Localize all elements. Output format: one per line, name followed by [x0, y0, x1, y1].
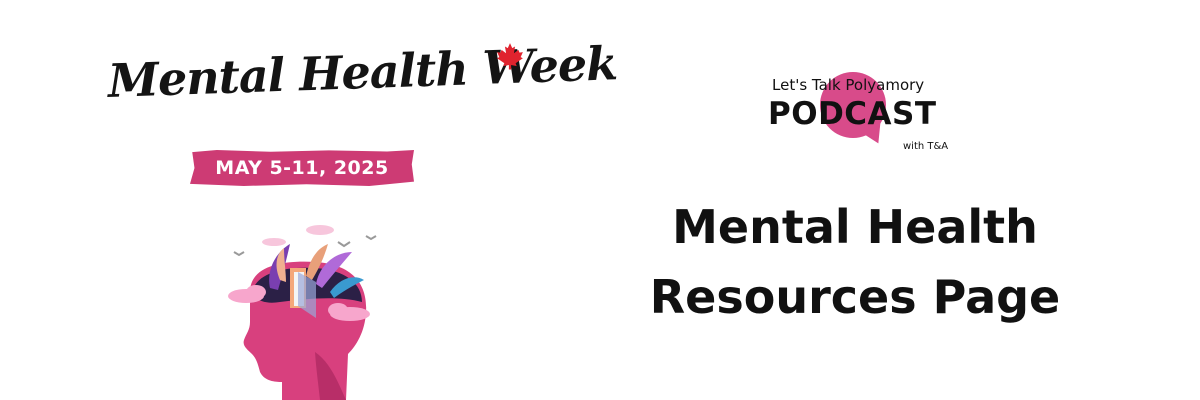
event-title: Mental Health Week — [107, 36, 618, 108]
page-title-line-1: Mental Health — [672, 200, 1038, 254]
podcast-tagline: Let's Talk Polyamory — [772, 76, 925, 94]
podcast-name: PODCAST — [768, 96, 937, 132]
head-with-plants-illustration — [228, 225, 377, 400]
page-title-line-2: Resources Page — [649, 270, 1061, 324]
date-banner — [190, 150, 414, 186]
maple-leaf-icon — [497, 43, 523, 70]
podcast-hosts: with T&A — [903, 141, 949, 152]
event-dates: MAY 5-11, 2025 — [215, 157, 389, 179]
page-title: Mental Health Resources Page — [620, 192, 1090, 332]
event-banner-panel: Mental Health Week MAY 5-11, 2025 — [107, 36, 618, 400]
speech-bubble-icon — [820, 72, 886, 138]
